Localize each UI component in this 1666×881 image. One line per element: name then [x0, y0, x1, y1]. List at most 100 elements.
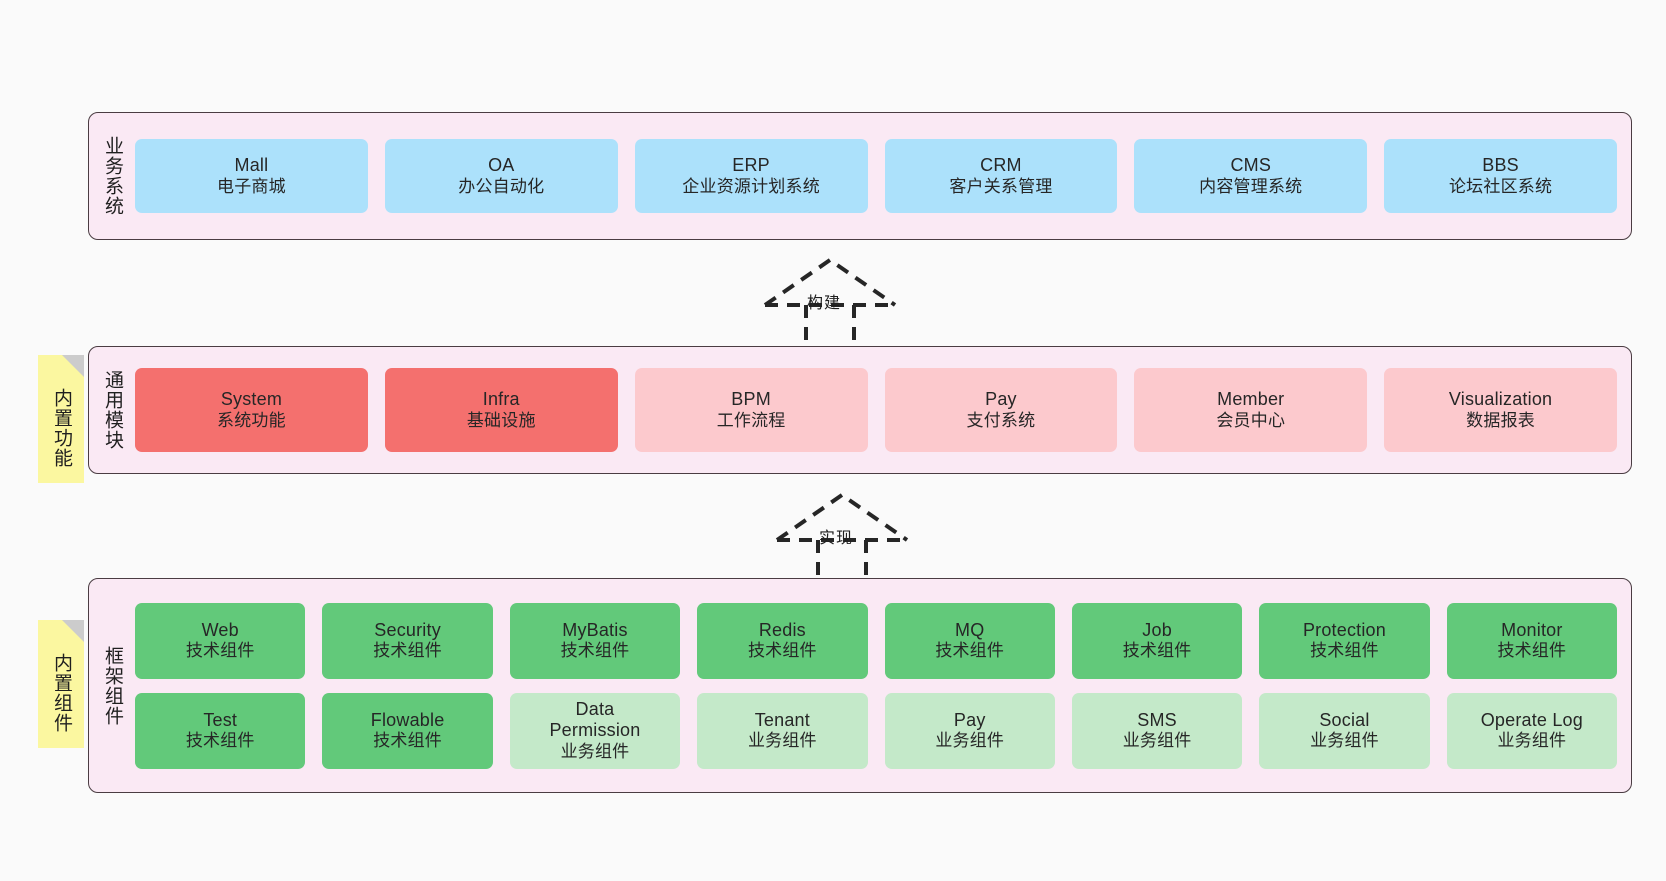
card-pay-module[interactable]: Pay 支付系统 — [884, 368, 1118, 452]
card-title: SMS — [1137, 709, 1177, 730]
card-web[interactable]: Web 技术组件 — [135, 602, 306, 679]
card-job[interactable]: Job 技术组件 — [1071, 602, 1243, 679]
card-subtitle: 业务组件 — [1122, 731, 1192, 751]
layer-business-systems: 业务系统 Mall 电子商城 OA 办公自动化 ERP 企业资源计划系统 CRM — [88, 112, 1632, 240]
card-security[interactable]: Security 技术组件 — [322, 602, 493, 679]
card-title: Test — [203, 709, 238, 730]
card-member[interactable]: Member 会员中心 — [1134, 368, 1368, 452]
card-title: Social — [1319, 709, 1370, 730]
card-subtitle: 支付系统 — [966, 410, 1036, 430]
card-title: Redis — [758, 619, 806, 640]
card-subtitle: 会员中心 — [1216, 410, 1286, 430]
connector-build: 构建 — [760, 255, 930, 355]
card-subtitle: 业务组件 — [1310, 731, 1379, 751]
card-subtitle: 技术组件 — [185, 731, 255, 751]
card-subtitle: 技术组件 — [747, 641, 817, 661]
card-title: ERP — [732, 155, 770, 176]
card-subtitle: 技术组件 — [185, 641, 255, 661]
connector-label-build: 构建 — [806, 295, 841, 312]
connector-implement: 实现 — [772, 490, 942, 590]
card-title: Visualization — [1448, 389, 1553, 410]
card-subtitle: 技术组件 — [373, 731, 442, 751]
card-visualization[interactable]: Visualization 数据报表 — [1384, 368, 1617, 452]
sticky-note-label: 内置功能 — [51, 388, 73, 468]
card-sms[interactable]: SMS 业务组件 — [1071, 692, 1243, 769]
card-system[interactable]: System 系统功能 — [135, 368, 368, 452]
card-mall[interactable]: Mall 电子商城 — [135, 139, 368, 213]
card-subtitle: 电子商城 — [217, 176, 286, 196]
card-crm[interactable]: CRM 客户关系管理 — [884, 139, 1118, 213]
card-row-business: Mall 电子商城 OA 办公自动化 ERP 企业资源计划系统 CRM 客户关系… — [135, 139, 1617, 213]
card-title: System — [220, 389, 283, 410]
card-title: Pay — [953, 709, 986, 730]
card-title: MQ — [955, 619, 985, 640]
layer-body-common-modules: System 系统功能 Infra 基础设施 BPM 工作流程 Pay 支付系统… — [131, 368, 1631, 452]
card-title: Member — [1217, 389, 1285, 410]
card-erp[interactable]: ERP 企业资源计划系统 — [634, 139, 868, 213]
card-row-business-components: Test 技术组件 Flowable 技术组件 Data Permission … — [135, 692, 1618, 769]
card-subtitle: 技术组件 — [560, 641, 630, 661]
layer-body-business-systems: Mall 电子商城 OA 办公自动化 ERP 企业资源计划系统 CRM 客户关系… — [131, 139, 1631, 213]
card-subtitle: 技术组件 — [373, 641, 442, 661]
card-title: Data Permission — [549, 699, 641, 741]
card-bbs[interactable]: BBS 论坛社区系统 — [1384, 139, 1617, 213]
card-pay-component[interactable]: Pay 业务组件 — [884, 692, 1055, 769]
card-title: Infra — [482, 389, 520, 410]
card-mybatis[interactable]: MyBatis 技术组件 — [509, 602, 681, 679]
card-monitor[interactable]: Monitor 技术组件 — [1446, 602, 1618, 679]
card-title: Monitor — [1501, 619, 1563, 640]
card-subtitle: 业务组件 — [1497, 731, 1567, 751]
sticky-note-builtin-features: 内置功能 — [38, 355, 84, 483]
card-row-tech-components: Web 技术组件 Security 技术组件 MyBatis 技术组件 Redi… — [135, 602, 1618, 679]
card-subtitle: 技术组件 — [1497, 641, 1567, 661]
card-title: OA — [488, 155, 515, 176]
card-subtitle: 系统功能 — [217, 410, 286, 430]
card-redis[interactable]: Redis 技术组件 — [697, 602, 868, 679]
card-title: Web — [201, 619, 239, 640]
layer-title-business-systems: 业务系统 — [102, 136, 124, 216]
card-subtitle: 业务组件 — [747, 731, 817, 751]
card-subtitle: 客户关系管理 — [949, 176, 1053, 196]
card-tenant[interactable]: Tenant 业务组件 — [697, 692, 868, 769]
layer-title-framework-components: 框架组件 — [102, 645, 124, 726]
card-title: Mall — [234, 155, 269, 176]
card-title: CRM — [980, 155, 1022, 176]
card-test[interactable]: Test 技术组件 — [135, 692, 306, 769]
card-mq[interactable]: MQ 技术组件 — [884, 602, 1055, 679]
layer-title-common-modules: 通用模块 — [102, 370, 124, 450]
card-title: Security — [374, 619, 441, 640]
card-subtitle: 企业资源计划系统 — [682, 176, 820, 196]
folded-corner-icon — [62, 620, 84, 642]
card-data-permission[interactable]: Data Permission 业务组件 — [509, 692, 681, 769]
card-subtitle: 技术组件 — [1122, 641, 1192, 661]
sticky-note-builtin-components: 内置组件 — [38, 620, 84, 748]
card-title: CMS — [1230, 155, 1272, 176]
card-title: Flowable — [370, 709, 445, 730]
folded-corner-icon — [62, 355, 84, 377]
sticky-note-label: 内置组件 — [51, 653, 73, 733]
card-subtitle: 工作流程 — [716, 410, 786, 430]
card-title: Tenant — [754, 709, 810, 730]
card-subtitle: 内容管理系统 — [1199, 176, 1303, 196]
layer-common-modules: 通用模块 System 系统功能 Infra 基础设施 BPM 工作流程 Pay — [88, 346, 1632, 474]
card-title: Operate Log — [1480, 709, 1583, 730]
card-social[interactable]: Social 业务组件 — [1259, 692, 1430, 769]
card-title: BBS — [1482, 155, 1519, 176]
card-subtitle: 业务组件 — [935, 731, 1005, 751]
card-infra[interactable]: Infra 基础设施 — [384, 368, 618, 452]
card-operate-log[interactable]: Operate Log 业务组件 — [1446, 692, 1618, 769]
card-title: Protection — [1302, 619, 1386, 640]
card-subtitle: 数据报表 — [1466, 410, 1535, 430]
card-title: Pay — [985, 389, 1017, 410]
card-subtitle: 业务组件 — [560, 741, 630, 761]
card-oa[interactable]: OA 办公自动化 — [384, 139, 618, 213]
card-title: MyBatis — [562, 619, 628, 640]
card-cms[interactable]: CMS 内容管理系统 — [1134, 139, 1368, 213]
card-flowable[interactable]: Flowable 技术组件 — [322, 692, 493, 769]
card-subtitle: 办公自动化 — [458, 176, 545, 196]
layer-body-framework-components: Web 技术组件 Security 技术组件 MyBatis 技术组件 Redi… — [131, 602, 1631, 769]
card-bpm[interactable]: BPM 工作流程 — [634, 368, 868, 452]
card-protection[interactable]: Protection 技术组件 — [1259, 602, 1430, 679]
card-title: BPM — [731, 389, 771, 410]
